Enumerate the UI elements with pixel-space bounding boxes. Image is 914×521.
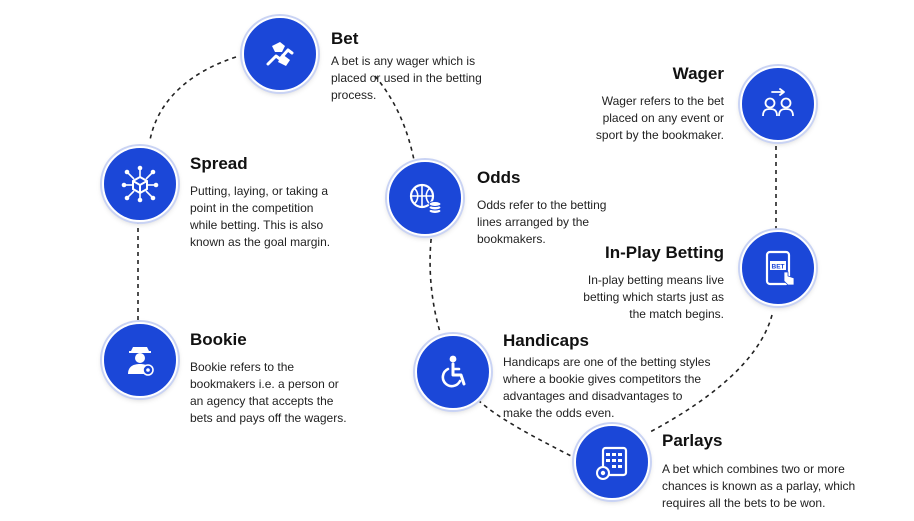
desc-line: Handicaps are one of the betting styles	[503, 355, 711, 369]
desc-line: where a bookie gives competitors the	[503, 372, 702, 386]
in-play-betting-title: In-Play Betting	[604, 243, 724, 262]
odds-description: Odds refer to the betting lines arranged…	[477, 197, 677, 248]
bookie-title: Bookie	[190, 330, 247, 349]
desc-line: while betting. This is also	[190, 218, 324, 232]
desc-line: Odds refer to the betting	[477, 198, 607, 212]
desc-line: process.	[331, 88, 377, 102]
bookie-description: Bookie refers to the bookmakers i.e. a p…	[190, 359, 390, 427]
calendar-coin-icon	[596, 446, 628, 480]
handicaps-node	[415, 334, 491, 410]
two-people-exchange-icon	[762, 88, 794, 117]
odds-node	[387, 160, 463, 236]
wager-node	[740, 66, 816, 142]
desc-line: point in the competition	[190, 201, 314, 215]
parlays-node	[574, 424, 650, 500]
odds-title: Odds	[477, 168, 521, 187]
desc-line: bets and pays off the wagers.	[190, 411, 347, 425]
desc-line: bookmakers.	[477, 232, 546, 246]
desc-line: known as the goal margin.	[190, 235, 331, 249]
desc-line: bookmakers i.e. a person or	[190, 377, 339, 391]
handicaps-description: Handicaps are one of the betting styles …	[503, 354, 763, 422]
bookie-node	[102, 322, 178, 398]
network-cube-icon	[121, 165, 159, 203]
bet-description: A bet is any wager which is placed or us…	[331, 53, 541, 104]
desc-line: sport by the bookmaker.	[595, 128, 724, 142]
spread-node	[102, 146, 178, 222]
phone-bet-icon: BET	[765, 250, 795, 286]
bet-title: Bet	[331, 29, 359, 48]
desc-line: an agency that accepts the	[190, 394, 334, 408]
desc-line: placed or used in the betting	[331, 71, 482, 85]
desc-line: placed on any event or	[602, 111, 724, 125]
handicaps-title: Handicaps	[503, 331, 589, 350]
desc-line: A bet is any wager which is	[331, 54, 476, 68]
desc-line: advantages and disadvantages to	[503, 389, 683, 403]
bet-node	[242, 16, 318, 92]
parlays-description: A bet which combines two or more chances…	[662, 461, 902, 512]
wheelchair-icon	[441, 355, 466, 388]
desc-line: A bet which combines two or more	[662, 462, 845, 476]
wager-description: Wager refers to the bet placed on any ev…	[520, 93, 724, 144]
bet-text: BET	[772, 263, 785, 270]
in-play-betting-node: BET	[740, 230, 816, 306]
desc-line: Wager refers to the bet	[601, 94, 724, 108]
parlays-title: Parlays	[662, 431, 723, 450]
desc-line: make the odds even.	[503, 406, 615, 420]
handshake-icon	[266, 42, 294, 66]
desc-line: In-play betting means live	[587, 273, 724, 287]
ball-coins-icon	[409, 183, 442, 214]
in-play-betting-description: In-play betting means live betting which…	[520, 272, 724, 323]
spread-title: Spread	[190, 154, 248, 173]
desc-line: Putting, laying, or taking a	[190, 184, 329, 198]
wager-title: Wager	[672, 64, 724, 83]
desc-line: chances is known as a parlay, which	[662, 479, 856, 493]
desc-line: lines arranged by the	[477, 215, 590, 229]
desc-line: requires all the bets to be won.	[662, 496, 826, 510]
bookie-person-icon	[128, 347, 154, 376]
spread-description: Putting, laying, or taking a point in th…	[190, 183, 390, 251]
desc-line: betting which starts just as	[583, 290, 724, 304]
desc-line: Bookie refers to the	[190, 360, 295, 374]
desc-line: the match begins.	[629, 307, 724, 321]
